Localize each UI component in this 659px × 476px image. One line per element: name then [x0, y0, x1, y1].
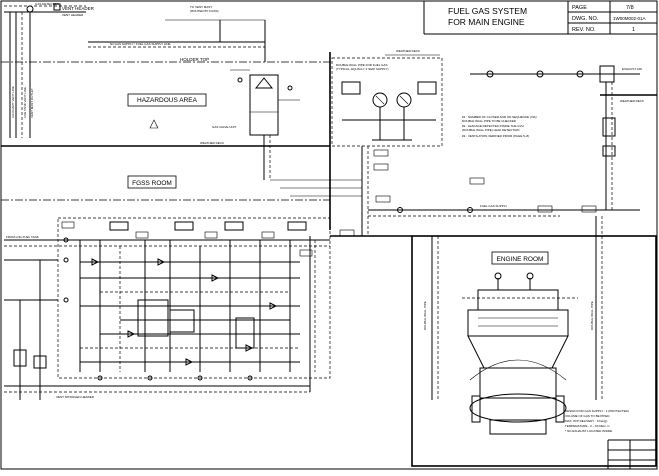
- page-label: PAGE: [572, 5, 587, 11]
- deck-lines: HOLDER TOP WEATHER DECK: [1, 52, 331, 230]
- fgss-room-zone: FGSS ROOM: [1, 175, 330, 201]
- svg-text:(ROUTED BY FGSS): (ROUTED BY FGSS): [190, 9, 218, 13]
- svg-text:#3 : VENTILATION VERIFIED PRIO: #3 : VENTILATION VERIFIED PRIOR (PAGE 5~…: [462, 134, 529, 138]
- exhaust-air-label: EXHAUST AIR: [622, 67, 643, 71]
- svg-text:#1 : NUMBER OF CLOSED AND ON S: #1 : NUMBER OF CLOSED AND ON SEQUENCE (V…: [462, 115, 537, 119]
- holder-top-label: HOLDER TOP: [180, 57, 209, 62]
- vent-header-label: VENT HEADER: [62, 6, 95, 11]
- title-block: FUEL GAS SYSTEM FOR MAIN ENGINE PAGE 7/8…: [423, 1, 657, 35]
- svg-text:!: !: [156, 124, 157, 128]
- rev-no-label: REV. NO.: [572, 27, 596, 33]
- gas-valve-unit: GAS VALVE UNIT: [212, 69, 300, 180]
- vent-nitrogen-header: VENT NITROGEN HEADER: [4, 236, 311, 399]
- svg-text:WEATHER DECK: WEATHER DECK: [620, 99, 644, 103]
- engine-room-zone: ENGINE ROOM DOUBLE WALL PIPE DOUBLE WALL…: [411, 216, 657, 467]
- double-wall-pipe-label: DOUBLE WALL PIPE FOR FUEL GAS: [336, 63, 388, 67]
- svg-text:GAS VALVE UNIT: GAS VALVE UNIT: [212, 125, 236, 129]
- rev-no-value: 1: [632, 27, 635, 33]
- svg-text:LNG TANK VENT LINE: LNG TANK VENT LINE: [23, 87, 27, 118]
- fgss-piping-network: FROM LNG FUEL TANK: [4, 217, 331, 400]
- engine-room-label: ENGINE ROOM: [497, 256, 544, 263]
- svg-text:DOUBLE WALL PIPE: DOUBLE WALL PIPE: [423, 301, 427, 330]
- double-wall-pipe-enclosure: DOUBLE WALL PIPE FOR FUEL GAS (TYPICAL, …: [331, 49, 443, 147]
- svg-text:DOUBLE WALL PIPE: DOUBLE WALL PIPE: [590, 301, 594, 330]
- svg-text:WEATHER DECK: WEATHER DECK: [396, 49, 420, 53]
- svg-text:#2 : LEAKAGE DETECTED INSIDE T: #2 : LEAKAGE DETECTED INSIDE THE GVU: [462, 124, 524, 128]
- notes-block: #1 : NUMBER OF CLOSED AND ON SEQUENCE (V…: [462, 115, 537, 138]
- svg-text:* NO EXHAUST LOCATED INSIDE: * NO EXHAUST LOCATED INSIDE: [565, 429, 612, 433]
- drawing-title-line1: FUEL GAS SYSTEM: [448, 6, 527, 16]
- svg-text:WEATHER DECK: WEATHER DECK: [200, 141, 224, 145]
- fuel-gas-supply-label: FUEL GAS SUPPLY: [480, 204, 507, 208]
- exhaust-fan-unit: EXHAUST AIR WEATHER DECK: [470, 65, 657, 211]
- page-value: 7/8: [626, 5, 634, 11]
- main-trunk-lines: FUEL GAS SUPPLY: [270, 146, 560, 237]
- svg-text:TO VENT MAST: TO VENT MAST: [190, 5, 212, 9]
- svg-text:N2 GAS SUPPLY / FUEL GAS SUPPL: N2 GAS SUPPLY / FUEL GAS SUPPLY LINE: [110, 42, 171, 46]
- vent-nitrogen-header-label: VENT NITROGEN HEADER: [56, 395, 95, 399]
- svg-text:MAX. W/P DELIVERY : 9 bar(g): MAX. W/P DELIVERY : 9 bar(g): [565, 419, 607, 423]
- svg-text:VENT HEADER: VENT HEADER: [62, 13, 84, 17]
- svg-text:FROM LNG FUEL TANK: FROM LNG FUEL TANK: [6, 235, 39, 239]
- instrument-tags: [61, 149, 597, 257]
- svg-text:GAS DETECTOR: GAS DETECTOR: [35, 2, 59, 6]
- svg-text:AUXILIARY VENT LINE: AUXILIARY VENT LINE: [11, 86, 15, 118]
- hazardous-area-zone: HAZARDOUS AREA !: [127, 93, 207, 129]
- svg-text:VOLUME OF GAS TO BE PIPED: VOLUME OF GAS TO BE PIPED: [565, 414, 610, 418]
- fgss-room-label: FGSS ROOM: [132, 180, 172, 187]
- svg-text:DESIGN FOR GAS SUPPLY : 1 (PRO: DESIGN FOR GAS SUPPLY : 1 (PROTECTED): [565, 409, 629, 413]
- svg-text:VENT MAST OUTLET: VENT MAST OUTLET: [30, 88, 34, 118]
- main-engine: [462, 272, 578, 435]
- svg-text:DOUBLE WALL PIPE TO BE CHECKED: DOUBLE WALL PIPE TO BE CHECKED: [462, 119, 517, 123]
- engine-data-note: DESIGN FOR GAS SUPPLY : 1 (PROTECTED) VO…: [565, 409, 657, 469]
- vent-header-assembly: GAS DETECTOR VENT HEADER VENT HEADER AUX…: [4, 2, 95, 138]
- top-vent-lines: TO VENT MAST (ROUTED BY FGSS) N2 GAS SUP…: [88, 5, 266, 62]
- hazardous-area-label: HAZARDOUS AREA: [137, 97, 198, 104]
- svg-text:TEMPERATURE : 0 ~ 60 DEG. C: TEMPERATURE : 0 ~ 60 DEG. C: [565, 424, 610, 428]
- svg-text:(TYPICAL, EQUALLY 2 SHIP SUPPL: (TYPICAL, EQUALLY 2 SHIP SUPPLY): [336, 67, 388, 71]
- svg-text:(DOUBLE WALL PIPE) LEAK DETECT: (DOUBLE WALL PIPE) LEAK DETECTION: [462, 128, 519, 132]
- drawing-title-line2: FOR MAIN ENGINE: [448, 17, 525, 27]
- dwg-no-value: 1W00M002-01A: [613, 16, 646, 21]
- dwg-no-label: DWG. NO.: [572, 16, 599, 22]
